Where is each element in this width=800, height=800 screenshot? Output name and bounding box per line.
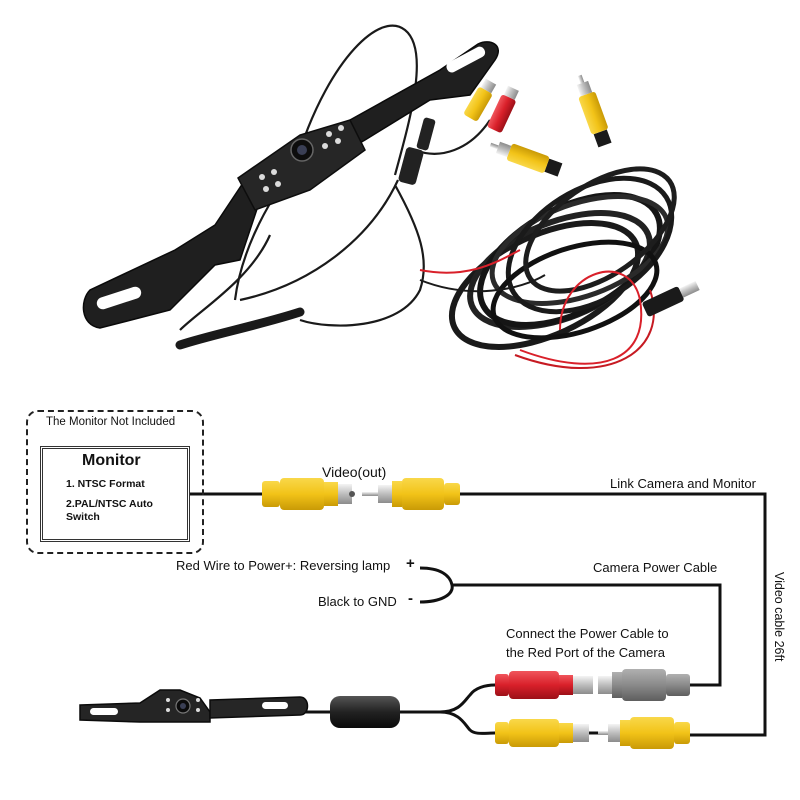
monitor-box xyxy=(40,446,190,542)
connect-power-label-line2: the Red Port of the Camera xyxy=(506,645,665,660)
inline-splitter-box xyxy=(330,696,400,728)
plus-sign: + xyxy=(406,555,415,572)
video-cable-length-label: Video cable 26ft xyxy=(772,572,786,662)
camera-device xyxy=(79,689,309,723)
extension-yellow-rca-male xyxy=(598,717,690,749)
video-out-label: Video(out) xyxy=(322,464,387,480)
link-camera-monitor-label: Link Camera and Monitor xyxy=(610,476,756,491)
monitor-yellow-rca-female xyxy=(262,478,355,510)
monitor-not-included-label: The Monitor Not Included xyxy=(46,416,176,428)
camera-red-power-port xyxy=(495,671,593,699)
diagram-wires xyxy=(190,492,767,737)
minus-sign: - xyxy=(408,590,413,607)
camera-power-cable-label: Camera Power Cable xyxy=(593,560,718,575)
camera-rca-plugs xyxy=(464,78,519,133)
black-gnd-label: Black to GND xyxy=(318,594,397,609)
coiled-extension-cable xyxy=(419,166,677,370)
power-cable-dc-plug xyxy=(598,669,690,701)
camera-yellow-video-port xyxy=(495,719,589,747)
camera-inline-connector xyxy=(175,117,436,350)
license-plate-bracket xyxy=(82,41,499,329)
monitor-title: Monitor xyxy=(82,452,141,469)
monitor-feature-ntsc: 1. NTSC Format xyxy=(66,478,145,490)
connect-power-label-line1: Connect the Power Cable to xyxy=(506,626,669,641)
monitor-feature-auto-switch: 2.PAL/NTSC Auto Switch xyxy=(66,498,153,523)
extension-cable-connectors xyxy=(489,74,700,317)
red-wire-label: Red Wire to Power+: Reversing lamp xyxy=(176,558,391,573)
video-out-yellow-rca-male xyxy=(362,478,460,510)
camera-head xyxy=(237,119,366,211)
monitor-not-included-frame xyxy=(26,410,204,554)
product-photo xyxy=(82,24,700,370)
